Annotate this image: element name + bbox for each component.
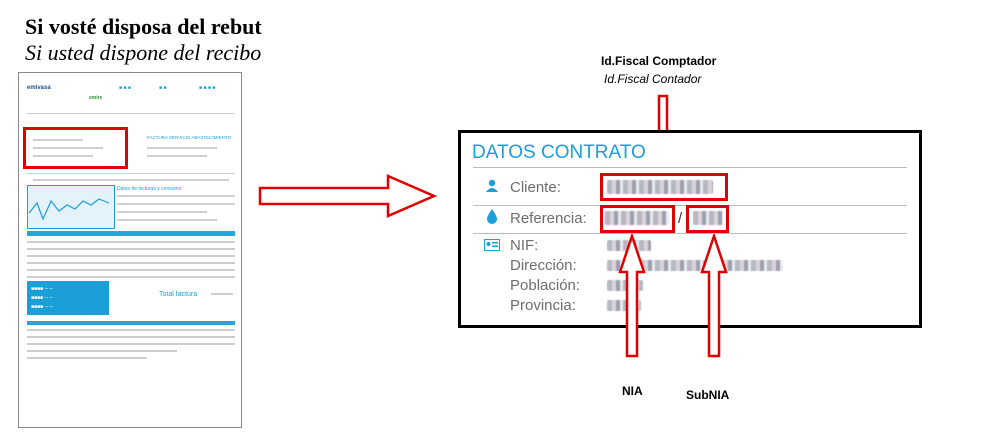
provincia-value-redacted — [607, 300, 641, 311]
arrow-up-nia-icon — [618, 234, 646, 358]
nia-value-redacted — [605, 211, 669, 225]
cliente-label: Cliente: — [510, 179, 561, 196]
receipt-total-label: Total factura — [159, 291, 198, 298]
card-title: DATOS CONTRATO — [472, 142, 646, 163]
receipt-thumbnail: emivasa emire ■ ■ ■ ■ ■ ■ ■ ■ ■ FACTURA … — [18, 72, 242, 428]
receipt-logo: emivasa — [27, 85, 51, 91]
id-card-icon — [484, 239, 500, 251]
annotation-nia: NIA — [622, 384, 643, 398]
poblacion-value-redacted — [607, 280, 643, 291]
user-icon — [486, 179, 498, 192]
direccion-label: Dirección: — [510, 257, 577, 274]
receipt-detail-title: Datos de lecturas y consumo — [117, 186, 182, 192]
arrow-to-detail-icon — [258, 174, 438, 218]
receipt-consumption-sparkline — [29, 198, 110, 221]
annotation-idfiscal-spanish: Id.Fiscal Contador — [604, 72, 702, 86]
heading-spanish: Si usted dispone del recibo — [25, 40, 262, 65]
subnia-value-redacted — [693, 211, 723, 225]
direccion-value-redacted — [607, 260, 783, 271]
heading-catalan: Si vosté disposa del rebut — [25, 14, 262, 39]
contract-data-card: DATOS CONTRATO Cliente: Referencia: / NI… — [458, 130, 922, 328]
arrow-up-subnia-icon — [700, 234, 728, 358]
annotation-subnia: SubNIA — [686, 388, 730, 402]
client-area-highlight — [23, 127, 128, 169]
referencia-label: Referencia: — [510, 210, 587, 227]
cliente-value-redacted — [607, 180, 713, 194]
poblacion-label: Población: — [510, 277, 581, 294]
receipt-invoice-title: FACTURA SERVICIO ABASTECIMIENTO — [147, 135, 232, 140]
cliente-highlight — [600, 173, 728, 201]
provincia-label: Provincia: — [510, 297, 576, 314]
water-drop-icon — [487, 209, 497, 224]
annotation-idfiscal-catalan: Id.Fiscal Comptador — [601, 54, 717, 68]
subnia-highlight — [686, 205, 729, 233]
nia-highlight — [600, 205, 675, 233]
nif-label: NIF: — [510, 237, 539, 254]
receipt-brand2: emire — [89, 95, 103, 101]
reference-slash: / — [678, 210, 683, 227]
